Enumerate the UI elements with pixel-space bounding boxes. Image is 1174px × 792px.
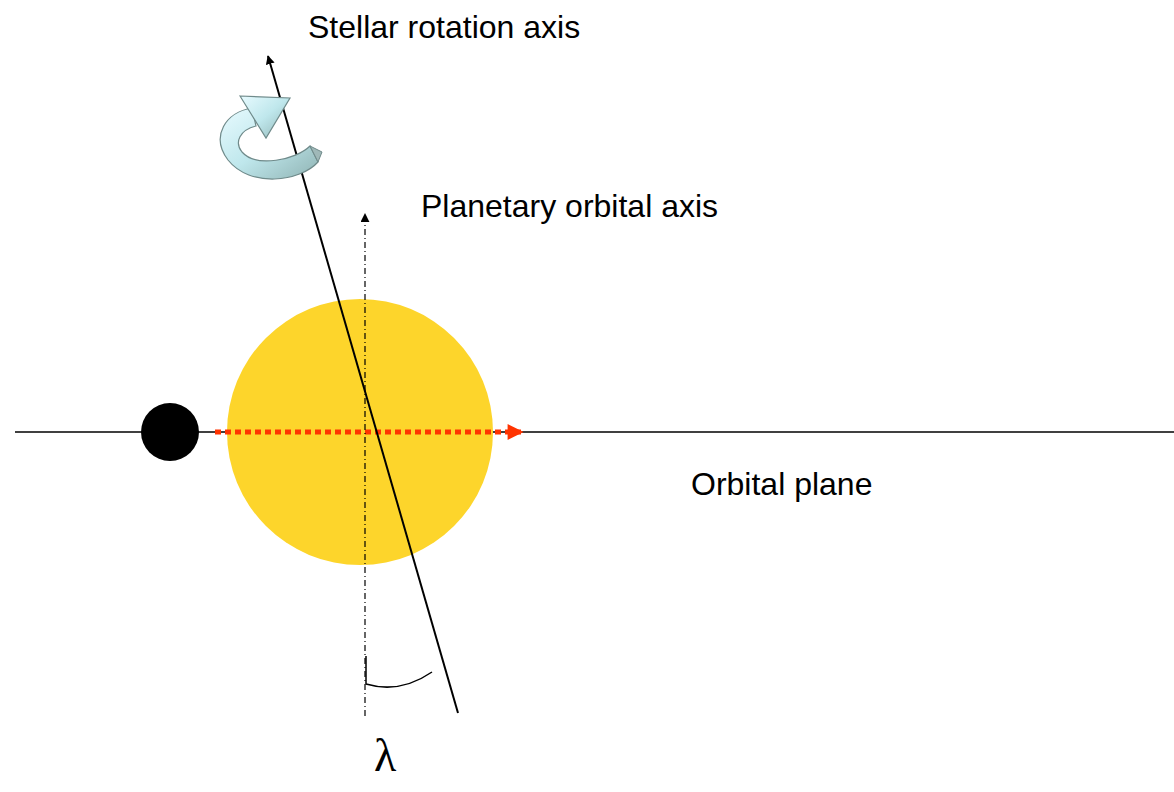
angle-symbol: λ (374, 730, 396, 783)
rotation-curl-arrow (220, 96, 322, 179)
axis-label: Planetary orbital axis (421, 188, 718, 225)
transit-path-arrow (215, 430, 522, 435)
planet-dot (141, 403, 199, 461)
orbital-axis-line (364, 214, 365, 716)
axis-label: Stellar rotation axis (308, 9, 580, 46)
plane-label: Orbital plane (691, 466, 872, 503)
angle-arc (366, 656, 432, 687)
